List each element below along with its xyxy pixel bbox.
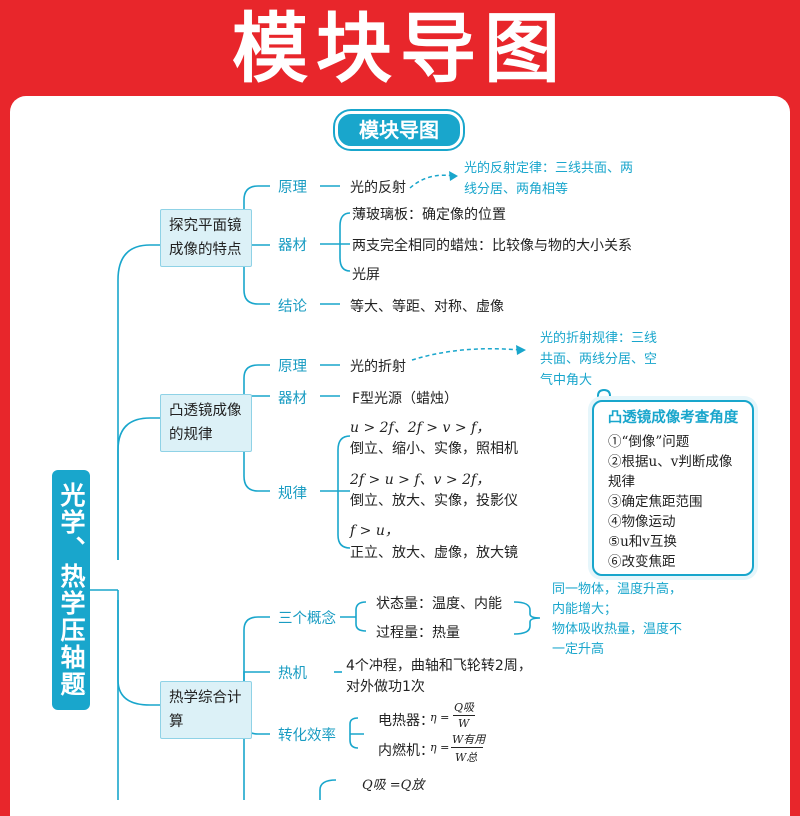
heat-topic-box: 热学综合计算 <box>160 681 252 739</box>
lens-topic-box: 凸透镜成像的规律 <box>160 394 252 452</box>
heat-engine-line-1: 4个冲程，曲轴和飞轮转2周， <box>346 658 532 674</box>
exam-angle-item: ⑥改变焦距 <box>608 554 676 570</box>
heater-eta: η = <box>430 711 450 724</box>
mirror-equip-2: 两支完全相同的蜡烛：比较像与物的大小关系 <box>352 238 632 254</box>
mirror-conclusion: 等大、等距、对称、虚像 <box>350 299 504 315</box>
heat-engine-tag: 热机 <box>278 666 307 682</box>
mirror-principle-tag: 原理 <box>278 180 307 196</box>
engine-eta: η = <box>430 741 450 754</box>
lens-principle-tag: 原理 <box>278 359 307 375</box>
lens-principle-note-3: 气中角大 <box>540 373 593 388</box>
exam-angle-item: ③确定焦距范围 <box>608 494 703 510</box>
mirror-principle-note-2: 线分居、两角相等 <box>464 182 569 197</box>
root-topic: 光学、热学压轴题 <box>52 470 90 710</box>
heat-efficiency-tag: 转化效率 <box>278 728 336 744</box>
exam-angle-item: ②根据u、v判断成像 <box>608 454 733 470</box>
lens-equip: F型光源（蜡烛） <box>352 391 459 407</box>
heat-concept-note-3: 物体吸收热量，温度不 <box>552 622 683 637</box>
lens-rule-1-condition: u > 2f、2f > v > f， <box>350 420 491 436</box>
heater-numerator: Q吸 <box>454 701 475 714</box>
lens-rule-3-condition: f > u， <box>350 523 399 539</box>
heater-denominator: W <box>458 717 470 730</box>
lens-rule-1-result: 倒立、缩小、实像，照相机 <box>350 441 518 457</box>
lens-rule-3-result: 正立、放大、虚像，放大镜 <box>350 545 518 561</box>
mirror-principle-note-1: 光的反射定律：三线共面、两 <box>464 161 634 176</box>
mirror-equip-3: 光屏 <box>352 267 380 283</box>
lens-rule-2-condition: 2f > u > f、v > 2f， <box>350 472 491 488</box>
exam-angle-item: ①“倒像”问题 <box>608 434 690 450</box>
banner: 模块导图 <box>0 0 800 100</box>
heat-state-quantity: 状态量：温度、内能 <box>376 596 502 612</box>
heat-engine-line-2: 对外做功1次 <box>346 679 425 695</box>
engine-numerator: W有用 <box>452 733 486 746</box>
electric-heater-label: 电热器： <box>378 713 434 729</box>
engine-denominator: W总 <box>455 751 478 764</box>
mirror-topic-box: 探究平面镜成像的特点 <box>160 209 252 267</box>
combustion-engine-label: 内燃机： <box>378 743 434 759</box>
mirror-equip-1: 薄玻璃板：确定像的位置 <box>352 207 506 223</box>
mirror-principle: 光的反射 <box>350 180 406 196</box>
heater-fraction-bar <box>453 715 475 716</box>
heat-concept-note-4: 一定升高 <box>552 642 605 657</box>
heat-balance-partial: Q吸 =Q放 <box>362 778 425 793</box>
lens-principle: 光的折射 <box>350 359 406 375</box>
lens-equip-tag: 器材 <box>278 391 307 407</box>
banner-title: 模块导图 <box>232 4 568 93</box>
heat-concept-tag: 三个概念 <box>278 611 336 627</box>
exam-angle-item: ⑤u和v互换 <box>608 534 677 550</box>
heat-concept-note-2: 内能增大； <box>552 602 618 617</box>
mirror-equip-tag: 器材 <box>278 238 307 254</box>
lens-exam-angles-card: 凸透镜成像考查角度 ①“倒像”问题 ②根据u、v判断成像 规律 ③确定焦距范围 … <box>592 400 754 576</box>
heat-concept-note-1: 同一物体，温度升高， <box>552 582 683 597</box>
lens-rule-2-result: 倒立、放大、实像，投影仪 <box>350 493 518 509</box>
module-map-pill: 模块导图 <box>335 111 463 149</box>
lens-exam-angles-title: 凸透镜成像考查角度 <box>607 410 739 426</box>
engine-fraction-bar <box>451 747 483 748</box>
lens-rule-tag: 规律 <box>278 486 307 502</box>
mirror-conclusion-tag: 结论 <box>278 299 307 315</box>
lens-principle-note-2: 共面、两线分居、空 <box>540 352 658 367</box>
heat-process-quantity: 过程量：热量 <box>376 625 460 641</box>
exam-angle-item: 规律 <box>608 474 635 490</box>
exam-angle-item: ④物像运动 <box>608 514 676 530</box>
lens-principle-note-1: 光的折射规律：三线 <box>540 331 658 346</box>
